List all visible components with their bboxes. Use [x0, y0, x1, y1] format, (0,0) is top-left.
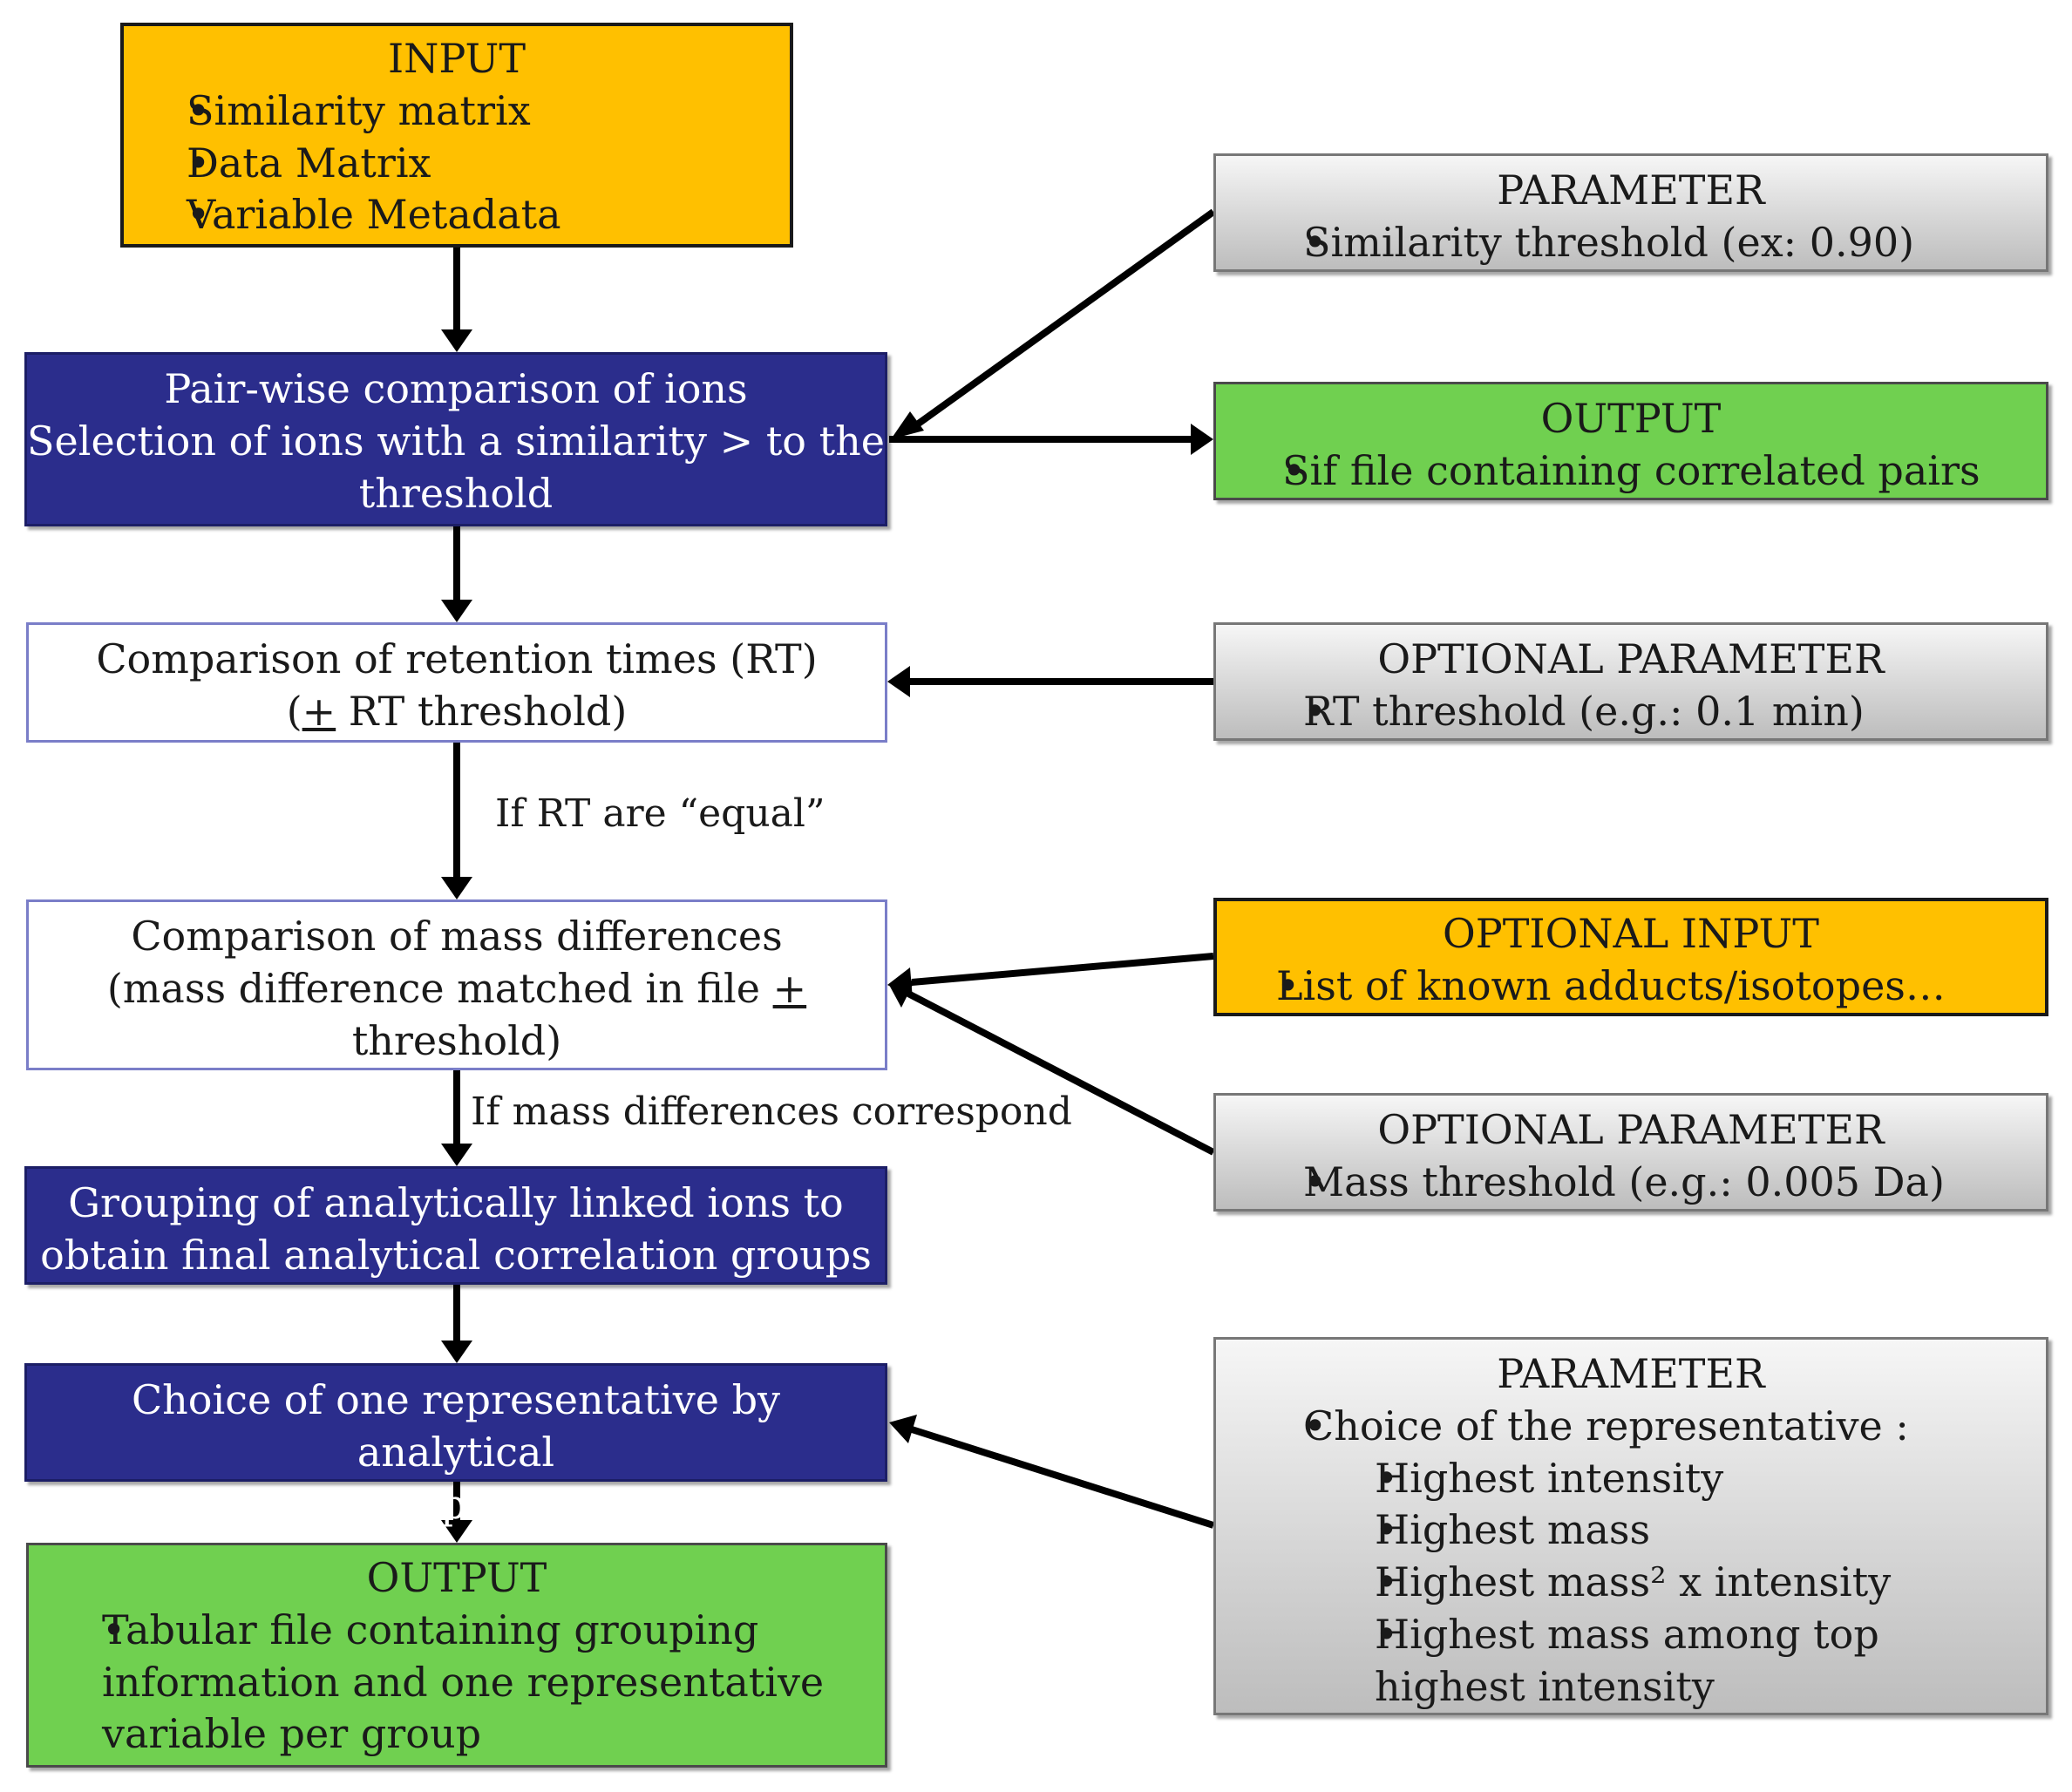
arrowhead-mass-to-grouping: [441, 1144, 472, 1166]
arrowhead-grouping-to-choice: [441, 1341, 472, 1363]
mass-comparison-box: Comparison of mass differences (mass dif…: [26, 899, 887, 1070]
pairwise-line2: Selection of ions with a similarity > to…: [27, 417, 885, 465]
input-box: INPUT Similarity matrix Data Matrix Vari…: [120, 23, 793, 248]
mass-compare-line2: (mass difference matched in file +: [106, 964, 807, 1012]
similarity-parameter-list: Similarity threshold (ex: 0.90): [1232, 217, 2046, 269]
arrowhead-mass-param: [889, 980, 915, 1008]
arrowhead-input-to-pairwise: [441, 329, 472, 352]
representative-option: Highest mass² x intensity: [1303, 1557, 2046, 1609]
input-item: Data Matrix: [143, 138, 790, 190]
arrowhead-similarity-param: [891, 411, 924, 439]
arrowhead-choice-to-output: [441, 1520, 472, 1543]
final-output-item: Tabular file containing grouping informa…: [41, 1605, 885, 1761]
similarity-parameter-title: PARAMETER: [1497, 166, 1765, 214]
sif-output-list: Sif file containing correlated pairs: [1232, 445, 2046, 498]
final-output-list: Tabular file containing grouping informa…: [41, 1605, 885, 1761]
rt-optional-parameter-list: RT threshold (e.g.: 0.1 min): [1232, 686, 2046, 738]
representative-option: Highest intensity: [1303, 1453, 2046, 1505]
choice-representative-box: Choice of one representative by analytic…: [24, 1363, 887, 1528]
rt-compare-line2: (+ RT threshold): [286, 687, 628, 735]
representative-option: Highest mass among top highest intensity: [1303, 1609, 1985, 1714]
arrowhead-pairwise-to-rt: [441, 600, 472, 622]
mass-optional-parameter-item: Mass threshold (e.g.: 0.005 Da): [1232, 1157, 2046, 1209]
representative-options-list: Highest intensity Highest mass Highest m…: [1303, 1453, 2046, 1714]
grouping-line1: Grouping of analytically linked ions to: [68, 1179, 844, 1226]
grouping-line2: obtain final analytical correlation grou…: [40, 1231, 872, 1279]
arrowhead-rep-param: [889, 1415, 917, 1443]
arrowhead-sif-output: [1191, 424, 1213, 455]
sif-output-title: OUTPUT: [1540, 395, 1722, 442]
arrowhead-rt-to-mass: [441, 877, 472, 899]
pairwise-comparison-box: Pair-wise comparison of ions Selection o…: [24, 352, 887, 526]
mass-optional-parameter-box: OPTIONAL PARAMETER Mass threshold (e.g.:…: [1213, 1093, 2048, 1212]
sif-output-box: OUTPUT Sif file containing correlated pa…: [1213, 382, 2048, 500]
pairwise-line3: threshold: [358, 469, 554, 517]
rt-compare-line1: Comparison of retention times (RT): [96, 635, 818, 682]
representative-parameter-item: Choice of the representative :: [1232, 1401, 2046, 1453]
mass-compare-line3: threshold): [351, 1016, 562, 1064]
rt-optional-parameter-item: RT threshold (e.g.: 0.1 min): [1232, 686, 2046, 738]
mass-optional-parameter-title: OPTIONAL PARAMETER: [1377, 1106, 1885, 1153]
arrowhead-rt-param: [887, 666, 910, 697]
representative-parameter-title: PARAMETER: [1497, 1350, 1765, 1397]
choice-line2: correlation group (4 possibilities):: [108, 1480, 804, 1528]
arrow-opt-input-to-mass: [911, 953, 1214, 986]
input-list: Similarity matrix Data Matrix Variable M…: [143, 85, 790, 241]
similarity-parameter-item: Similarity threshold (ex: 0.90): [1232, 217, 2046, 269]
final-output-title: OUTPUT: [366, 1554, 547, 1601]
representative-parameter-list: Choice of the representative :: [1232, 1401, 2046, 1453]
choice-line1: Choice of one representative by analytic…: [131, 1376, 781, 1476]
sif-output-item: Sif file containing correlated pairs: [1232, 445, 2046, 498]
input-title: INPUT: [387, 35, 526, 82]
rt-condition-label: If RT are “equal”: [495, 791, 825, 836]
arrow-rep-param-to-choice: [910, 1426, 1215, 1529]
representative-option: Highest mass: [1303, 1504, 2046, 1557]
final-output-box: OUTPUT Tabular file containing grouping …: [26, 1543, 887, 1768]
grouping-box: Grouping of analytically linked ions to …: [24, 1166, 887, 1285]
optional-input-title: OPTIONAL INPUT: [1443, 910, 1819, 957]
input-item: Variable Metadata: [143, 189, 790, 241]
representative-parameter-box: PARAMETER Choice of the representative :…: [1213, 1337, 2048, 1715]
mass-compare-line1: Comparison of mass differences: [131, 913, 783, 960]
arrow-similarity-param-to-pairwise: [911, 208, 1216, 431]
mass-condition-label: If mass differences correspond: [471, 1089, 1072, 1134]
similarity-parameter-box: PARAMETER Similarity threshold (ex: 0.90…: [1213, 153, 2048, 272]
optional-input-item: List of known adducts/isotopes…: [1233, 960, 2045, 1013]
rt-optional-parameter-box: OPTIONAL PARAMETER RT threshold (e.g.: 0…: [1213, 622, 2048, 741]
pairwise-line1: Pair-wise comparison of ions: [164, 365, 748, 412]
arrow-mass-param-to-mass: [907, 990, 1215, 1156]
input-item: Similarity matrix: [143, 85, 790, 138]
optional-input-box: OPTIONAL INPUT List of known adducts/iso…: [1213, 898, 2048, 1016]
rt-comparison-box: Comparison of retention times (RT) (+ RT…: [26, 622, 887, 743]
optional-input-list: List of known adducts/isotopes…: [1233, 960, 2045, 1013]
mass-optional-parameter-list: Mass threshold (e.g.: 0.005 Da): [1232, 1157, 2046, 1209]
rt-optional-parameter-title: OPTIONAL PARAMETER: [1377, 635, 1885, 682]
